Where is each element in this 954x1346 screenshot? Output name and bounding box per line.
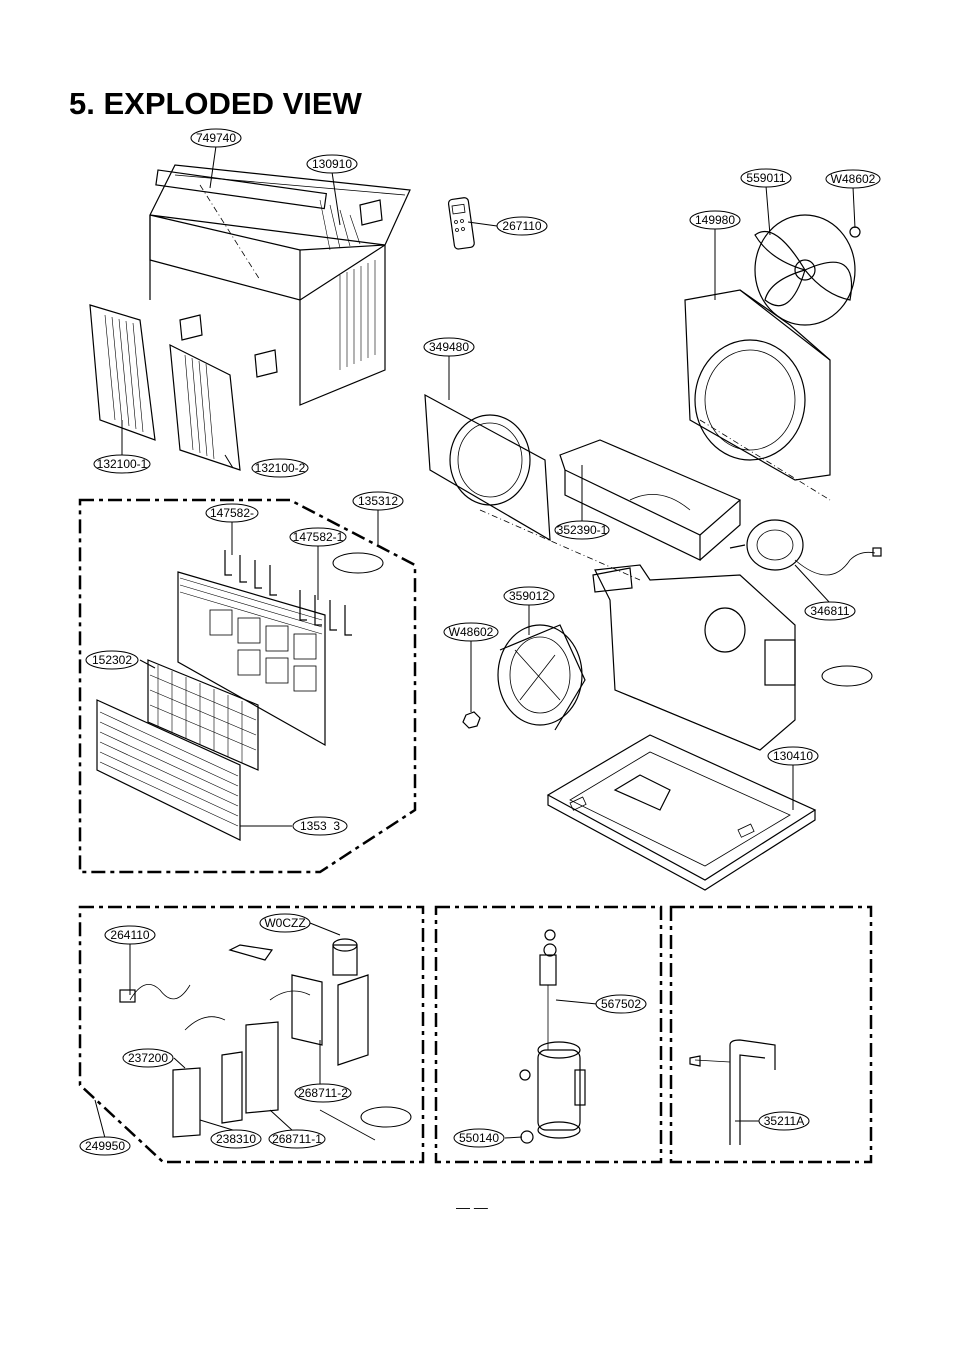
part-label: 147582-1	[289, 527, 347, 547]
part-label: 567502	[595, 994, 647, 1014]
compressor-frame	[434, 905, 663, 1164]
part-number: 249950	[85, 1139, 125, 1153]
part-number: 346811	[810, 604, 849, 618]
part-number: 550140	[459, 1131, 499, 1145]
part-label: 147582-	[205, 503, 259, 523]
part-number: 35211A	[764, 1114, 804, 1128]
part-number: W0CZZ	[264, 916, 305, 930]
part-number: 130410	[773, 749, 813, 763]
part-label: 130910	[306, 154, 358, 174]
blank-callout-oval	[821, 665, 873, 687]
propeller-fan-drawing	[754, 214, 861, 326]
front-panel-drawing	[177, 550, 352, 747]
shroud-drawing	[684, 289, 831, 501]
inlet-grille-drawing	[96, 699, 241, 841]
part-number: 264110	[110, 928, 149, 942]
part-number: 147582-	[210, 506, 254, 520]
part-number: 238310	[216, 1132, 256, 1146]
part-number: 152302	[92, 653, 132, 667]
part-label: 749740	[190, 128, 242, 148]
base-pan-drawing	[546, 734, 817, 891]
part-number: 267110	[502, 219, 541, 233]
part-label: W0CZZ	[259, 913, 311, 933]
part-label: 130410	[767, 746, 819, 766]
part-label: 238310	[210, 1129, 262, 1149]
part-label: 1353 3	[292, 816, 348, 836]
part-label: 359012	[503, 586, 555, 606]
page-number-marks: — —	[456, 1199, 488, 1215]
air-filter-drawing	[147, 659, 259, 771]
part-label: 237200	[122, 1048, 174, 1068]
part-number: 749740	[196, 131, 236, 145]
orifice-drawing	[424, 393, 641, 581]
part-number: 268711-1	[272, 1132, 322, 1146]
part-label: 268711-2	[294, 1083, 352, 1103]
part-label: 559011	[740, 168, 792, 188]
blank-callout-oval	[332, 552, 384, 574]
blank-callout-oval	[360, 1106, 412, 1128]
drain-pan-drawing	[559, 439, 742, 561]
control-box-frame	[78, 905, 425, 1164]
remote-control-drawing	[447, 197, 475, 250]
part-number: 352390-1	[557, 523, 608, 537]
part-number: 135312	[358, 494, 398, 508]
side-curtain-right-drawing	[169, 343, 241, 471]
part-number: W48602	[449, 625, 494, 639]
part-number: 349480	[429, 340, 469, 354]
part-label: 132100-1	[93, 454, 151, 474]
cabinet-drawing	[149, 164, 411, 406]
part-number: 147582-1	[293, 530, 344, 544]
compressor-drawing	[519, 929, 586, 1144]
part-label: 149980	[689, 210, 741, 230]
part-label: 550140	[453, 1128, 505, 1148]
part-label: 132100-2	[251, 458, 309, 478]
part-label: 135312	[352, 491, 404, 511]
part-number: 359012	[509, 589, 549, 603]
part-number: 268711-2	[298, 1086, 348, 1100]
nut-drawing	[462, 640, 481, 729]
part-label: 268711-1	[268, 1129, 326, 1149]
capillary-tube-drawing	[689, 1039, 776, 1145]
part-label: 352390-1	[554, 520, 610, 540]
part-number: 149980	[695, 213, 735, 227]
part-label: 346811	[804, 601, 856, 621]
page-title: 5. EXPLODED VIEW	[69, 86, 362, 121]
part-label: 264110	[104, 925, 156, 945]
part-number: 1353 3	[300, 819, 340, 833]
part-label: 249950	[79, 1136, 131, 1156]
control-parts-drawing	[119, 938, 376, 1141]
part-number: 132100-1	[97, 457, 148, 471]
part-number: 237200	[128, 1051, 168, 1065]
part-number: W48602	[831, 172, 876, 186]
scroll-housing-drawing	[592, 564, 796, 751]
part-label: W48602	[443, 622, 499, 642]
part-label: 152302	[85, 650, 139, 670]
part-label: 349480	[423, 337, 475, 357]
blower-wheel-drawing	[497, 624, 586, 731]
part-number: 130910	[312, 157, 352, 171]
pipe-frame	[669, 905, 873, 1164]
part-number: 567502	[601, 997, 641, 1011]
part-label: 35211A	[758, 1111, 810, 1131]
part-label: 267110	[496, 216, 548, 236]
front-grille-frame	[78, 498, 417, 874]
part-label: W48602	[825, 169, 881, 189]
fan-motor-drawing	[729, 519, 882, 576]
part-number: 559011	[746, 171, 785, 185]
leader-lines	[94, 145, 856, 1139]
side-curtain-left-drawing	[89, 304, 156, 441]
part-label-group: 749740 130910 267110 559011 W48602 14998…	[79, 128, 881, 1156]
part-number: 132100-2	[255, 461, 306, 475]
